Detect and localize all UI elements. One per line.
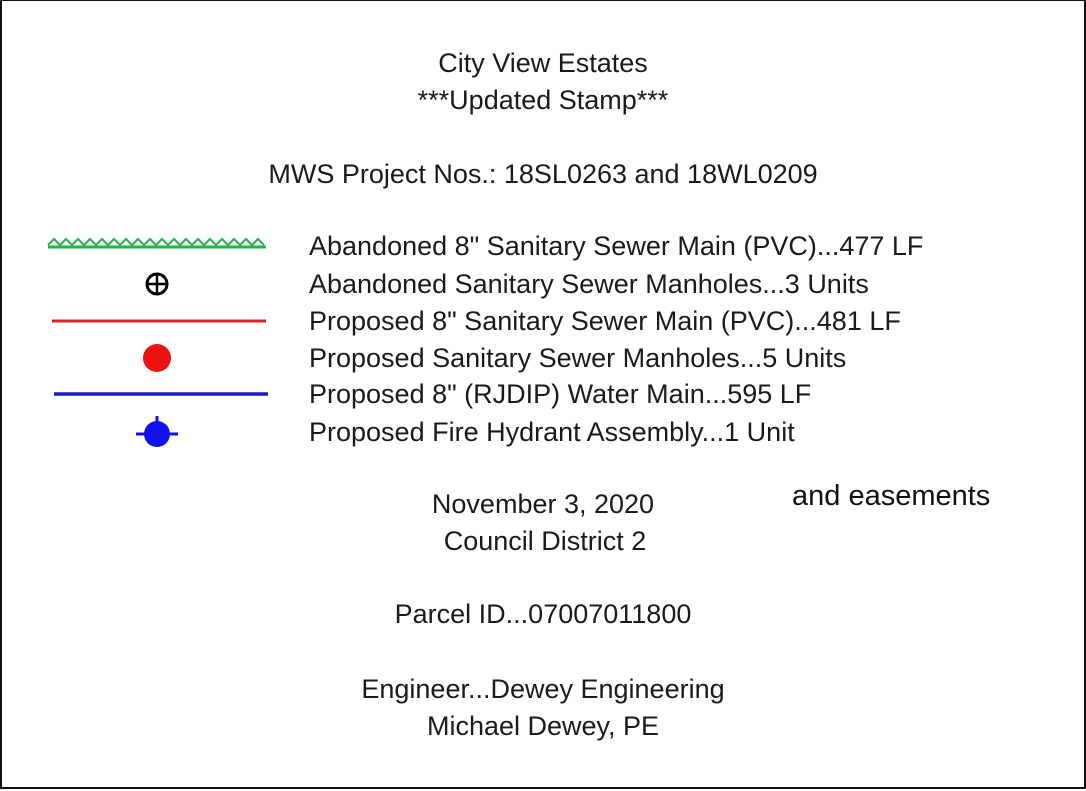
legend-row-abandoned-sewer-main: Abandoned 8" Sanitary Sewer Main (PVC)..… <box>0 228 1086 264</box>
legend-row-proposed-water-main: Proposed 8" (RJDIP) Water Main...595 LF <box>0 376 1086 412</box>
easements-note: and easements <box>792 480 991 512</box>
solid-line-icon <box>54 392 268 396</box>
legend-label: Abandoned Sanitary Sewer Manholes...3 Un… <box>309 269 869 299</box>
legend-label: Proposed 8" (RJDIP) Water Main...595 LF <box>309 379 812 409</box>
council-district: Council District 2 <box>443 526 647 556</box>
legend-row-proposed-sewer-main: Proposed 8" Sanitary Sewer Main (PVC)...… <box>0 303 1086 339</box>
parcel-id: Parcel ID...07007011800 <box>394 599 692 629</box>
legend-row-fire-hydrant: Proposed Fire Hydrant Assembly...1 Unit <box>0 414 1086 450</box>
legend-label: Proposed 8" Sanitary Sewer Main (PVC)...… <box>309 306 901 336</box>
hydrant-circle-icon <box>136 416 178 447</box>
legend-row-proposed-manholes: Proposed Sanitary Sewer Manholes...5 Uni… <box>0 340 1086 376</box>
engineer-firm: Engineer...Dewey Engineering <box>361 674 725 704</box>
legend-label: Proposed Fire Hydrant Assembly...1 Unit <box>309 417 795 447</box>
crossed-circle-icon <box>145 272 169 296</box>
solid-line-icon <box>52 319 266 323</box>
filled-circle-icon <box>143 344 171 372</box>
stamp-date: November 3, 2020 <box>431 489 655 519</box>
engineer-name: Michael Dewey, PE <box>426 711 660 741</box>
legend-row-abandoned-manholes: Abandoned Sanitary Sewer Manholes...3 Un… <box>0 266 1086 302</box>
legend-label: Proposed Sanitary Sewer Manholes...5 Uni… <box>309 343 847 373</box>
project-title: City View Estates <box>438 48 648 78</box>
legend-label: Abandoned 8" Sanitary Sewer Main (PVC)..… <box>309 231 924 261</box>
stamp-subtitle: ***Updated Stamp*** <box>417 85 669 115</box>
project-numbers: MWS Project Nos.: 18SL0263 and 18WL0209 <box>268 159 818 189</box>
zigzag-line-icon <box>47 237 266 249</box>
